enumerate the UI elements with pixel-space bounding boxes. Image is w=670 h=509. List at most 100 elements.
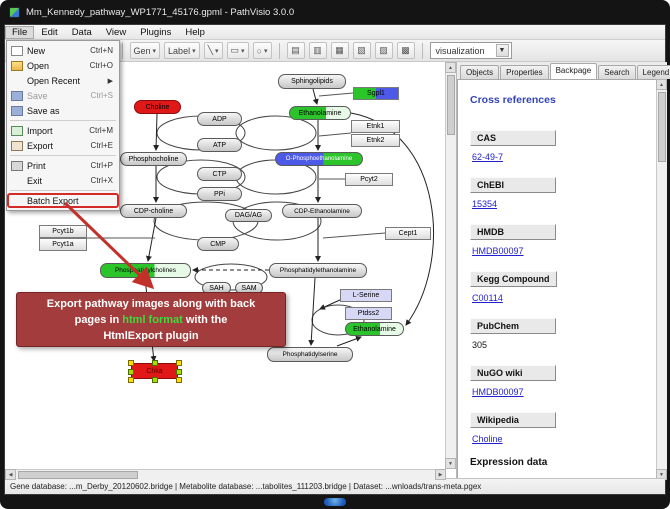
node-phosphatidylethanolamine[interactable]: Phosphatidylethanolamine	[269, 263, 367, 278]
node-phosphatidylserine[interactable]: Phosphatidylserine	[267, 347, 353, 362]
node-ethanolamine-top[interactable]: Ethanolamine	[289, 106, 351, 120]
backpage-section-chebi: ChEBI 15354	[470, 175, 652, 209]
menu-file[interactable]: File	[5, 25, 35, 39]
distribute-vertical-button[interactable]: ▨	[374, 42, 393, 59]
node-pcyt1a[interactable]: Pcyt1a	[39, 238, 87, 251]
node-adp[interactable]: ADP	[197, 112, 242, 126]
backpage-scrollbar[interactable]: ▲ ▼	[656, 79, 667, 480]
node-ppi[interactable]: PPi	[197, 187, 242, 201]
tab-search[interactable]: Search	[598, 65, 636, 79]
selection-handle[interactable]	[128, 369, 134, 375]
scroll-down-icon[interactable]: ▼	[445, 458, 456, 469]
tab-legend[interactable]: Legend	[636, 65, 670, 79]
horizontal-scroll-thumb[interactable]	[18, 471, 138, 479]
distribute-horizontal-button[interactable]: ▧	[352, 42, 371, 59]
selection-handle[interactable]	[128, 360, 134, 366]
xref-link[interactable]: C00114	[472, 293, 503, 303]
align-center-button[interactable]: ▥	[308, 42, 327, 59]
xref-link[interactable]: Choline	[472, 434, 503, 444]
menu-item-import[interactable]: Import Ctrl+M	[7, 123, 119, 138]
ellipse-icon: ○	[256, 45, 262, 56]
node-pcyt1b[interactable]: Pcyt1b	[39, 225, 87, 238]
node-phosphatidylcholines[interactable]: Phosphatidylcholines	[100, 263, 191, 278]
new-file-icon	[11, 45, 23, 56]
rectangle-icon: ▭	[230, 45, 240, 55]
align-center-icon: ▥	[313, 45, 322, 55]
node-pcyt2[interactable]: Pcyt2	[345, 173, 393, 186]
selection-handle[interactable]	[128, 377, 134, 383]
canvas-vertical-scrollbar[interactable]: ▲ ▼	[445, 62, 456, 469]
connector-tool-button[interactable]: ○▾	[252, 42, 272, 59]
node-choline[interactable]: Choline	[134, 100, 181, 114]
menu-edit[interactable]: Edit	[41, 26, 58, 38]
node-cdp-choline[interactable]: CDP-choline	[120, 204, 187, 218]
menu-item-save[interactable]: Save Ctrl+S	[7, 88, 119, 103]
menu-item-open[interactable]: Open Ctrl+O	[7, 58, 119, 73]
datanode-tool-button[interactable]: Gen▾	[129, 42, 161, 59]
selection-handle[interactable]	[176, 377, 182, 383]
vertical-scroll-thumb[interactable]	[447, 75, 455, 135]
stack-button[interactable]: ▩	[396, 42, 415, 59]
menu-plugins[interactable]: Plugins	[140, 26, 172, 38]
node-phosphocholine[interactable]: Phosphocholine	[120, 152, 187, 166]
menu-item-print[interactable]: Print Ctrl+P	[7, 158, 119, 173]
backpage-scroll-thumb[interactable]	[658, 92, 666, 162]
scroll-left-icon[interactable]: ◀	[5, 469, 16, 480]
node-ptdss2[interactable]: Ptdss2	[345, 307, 392, 320]
menu-item-exit[interactable]: Exit Ctrl+X	[7, 173, 119, 188]
node-o-phosphoethanolamine[interactable]: O-Phosphoethanolamine	[275, 152, 363, 166]
node-sphingolipids[interactable]: Sphingolipids	[278, 74, 346, 89]
menu-help[interactable]: Help	[185, 26, 205, 38]
align-top-button[interactable]: ▦	[330, 42, 349, 59]
scroll-up-icon[interactable]: ▲	[445, 62, 456, 73]
node-etnk1[interactable]: Etnk1	[351, 120, 400, 133]
tab-objects[interactable]: Objects	[460, 65, 500, 79]
node-cdp-ethanolamine[interactable]: CDP-Ethanolamine	[282, 204, 362, 218]
tab-properties[interactable]: Properties	[500, 65, 549, 79]
align-left-button[interactable]: ▤	[286, 42, 305, 59]
node-chka-selected[interactable]: Chka	[128, 360, 182, 383]
save-disk-icon	[11, 90, 23, 101]
menu-bar: File Edit Data View Plugins Help	[5, 25, 665, 40]
menu-item-open-recent[interactable]: Open Recent ▶	[7, 73, 119, 88]
backpage-section-kegg: Kegg Compound C00114	[470, 269, 652, 303]
xref-link[interactable]: 62-49-7	[472, 152, 504, 162]
selection-handle[interactable]	[176, 369, 182, 375]
xref-link[interactable]: 15354	[472, 199, 498, 209]
canvas-horizontal-scrollbar[interactable]: ◀ ▶	[5, 469, 446, 480]
menu-view[interactable]: View	[105, 26, 127, 38]
section-header: CAS	[470, 130, 556, 146]
node-cept1[interactable]: Cept1	[385, 227, 431, 240]
node-cmp[interactable]: CMP	[197, 237, 239, 251]
node-sgpl1[interactable]: Sgpl1	[353, 87, 399, 100]
selection-handle[interactable]	[152, 377, 158, 383]
menu-item-label: Print	[27, 160, 46, 171]
xref-link[interactable]: HMDB00097	[472, 387, 524, 397]
menu-data[interactable]: Data	[71, 26, 92, 38]
callout-line2: pages in html format with the	[17, 312, 285, 328]
node-ctp[interactable]: CTP	[197, 167, 242, 181]
menu-item-batch-export[interactable]: Batch Export	[7, 193, 119, 208]
node-l-serine[interactable]: L-Serine	[340, 289, 392, 302]
node-atp[interactable]: ATP	[197, 138, 242, 152]
selection-handle[interactable]	[176, 360, 182, 366]
line-tool-button[interactable]: ╲▾	[203, 42, 223, 59]
visualization-combobox[interactable]: visualization ▼	[429, 42, 512, 59]
menu-item-shortcut: Ctrl+S	[90, 91, 113, 100]
node-dag[interactable]: DAG/AG	[225, 209, 272, 222]
selection-handle[interactable]	[152, 360, 158, 366]
menu-item-save-as[interactable]: Save as	[7, 103, 119, 118]
scroll-right-icon[interactable]: ▶	[435, 469, 446, 480]
label-tool-button[interactable]: Label▾	[164, 42, 200, 59]
menu-item-new[interactable]: New Ctrl+N	[7, 43, 119, 58]
chevron-down-icon: ▾	[152, 47, 157, 55]
menu-item-export[interactable]: Export Ctrl+E	[7, 138, 119, 153]
callout-text: HtmlExport plugin	[103, 330, 199, 342]
visualization-dropdown-arrow-icon[interactable]: ▼	[495, 44, 509, 57]
shape-tool-button[interactable]: ▭▾	[226, 42, 249, 59]
node-ethanolamine-bottom[interactable]: Ethanolamine	[345, 322, 404, 336]
scroll-up-icon[interactable]: ▲	[656, 79, 667, 90]
xref-link[interactable]: HMDB00097	[472, 246, 524, 256]
node-etnk2[interactable]: Etnk2	[351, 134, 400, 147]
tab-backpage[interactable]: Backpage	[549, 63, 598, 79]
